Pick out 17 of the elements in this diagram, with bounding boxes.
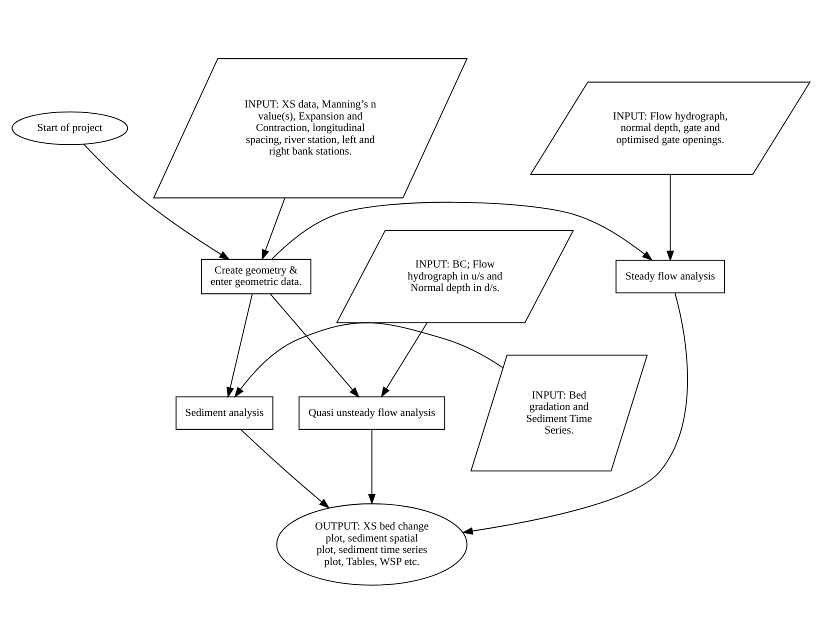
- arrow: [462, 292, 688, 534]
- arrow: [380, 322, 428, 398]
- node-ellipse: OUTPUT: XS bed change plot, sediment spatial plot, sediment time series plot, Tables, WSP etc.: [276, 502, 468, 586]
- node-box: Create geometry & enter geometric data.: [200, 258, 312, 294]
- node-box: Quasi unsteady flow analysis: [298, 396, 446, 430]
- arrow: [262, 197, 286, 260]
- arrow: [83, 143, 230, 260]
- node-box: Sediment analysis: [176, 396, 274, 430]
- arrow: [271, 201, 653, 260]
- arrow: [226, 293, 253, 398]
- node-ellipse: Start of project: [12, 111, 128, 144]
- arrow: [270, 293, 360, 398]
- arrow: [234, 322, 504, 398]
- arrow: [240, 428, 330, 508]
- arrow: [368, 428, 376, 504]
- node-box: Steady flow analysis: [616, 259, 725, 293]
- arrow: [666, 174, 674, 262]
